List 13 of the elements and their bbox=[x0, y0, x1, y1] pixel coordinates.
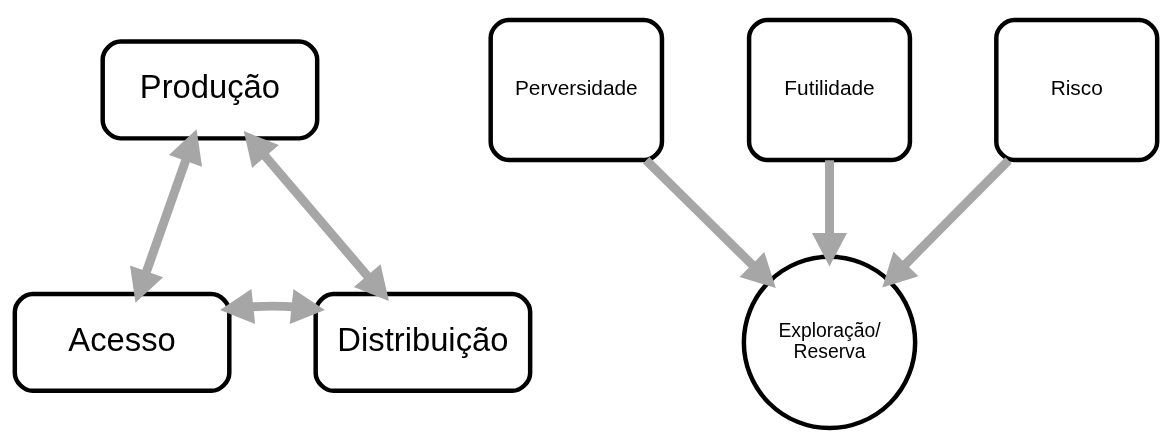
node-circle: Exploração/ Reserva bbox=[741, 254, 918, 430]
arrow bbox=[130, 128, 203, 303]
node-box: Perversidade bbox=[488, 17, 665, 162]
arrow bbox=[811, 159, 848, 266]
arrow bbox=[643, 156, 776, 288]
node-box: Risco bbox=[994, 17, 1160, 162]
arrow bbox=[882, 156, 1012, 288]
node-box: Acesso bbox=[12, 291, 232, 393]
node-box: Distribuição bbox=[313, 291, 533, 393]
node-box: Futilidade bbox=[746, 17, 913, 162]
arrow bbox=[220, 288, 325, 324]
arrow bbox=[243, 130, 389, 301]
node-box: Produção bbox=[100, 38, 320, 141]
